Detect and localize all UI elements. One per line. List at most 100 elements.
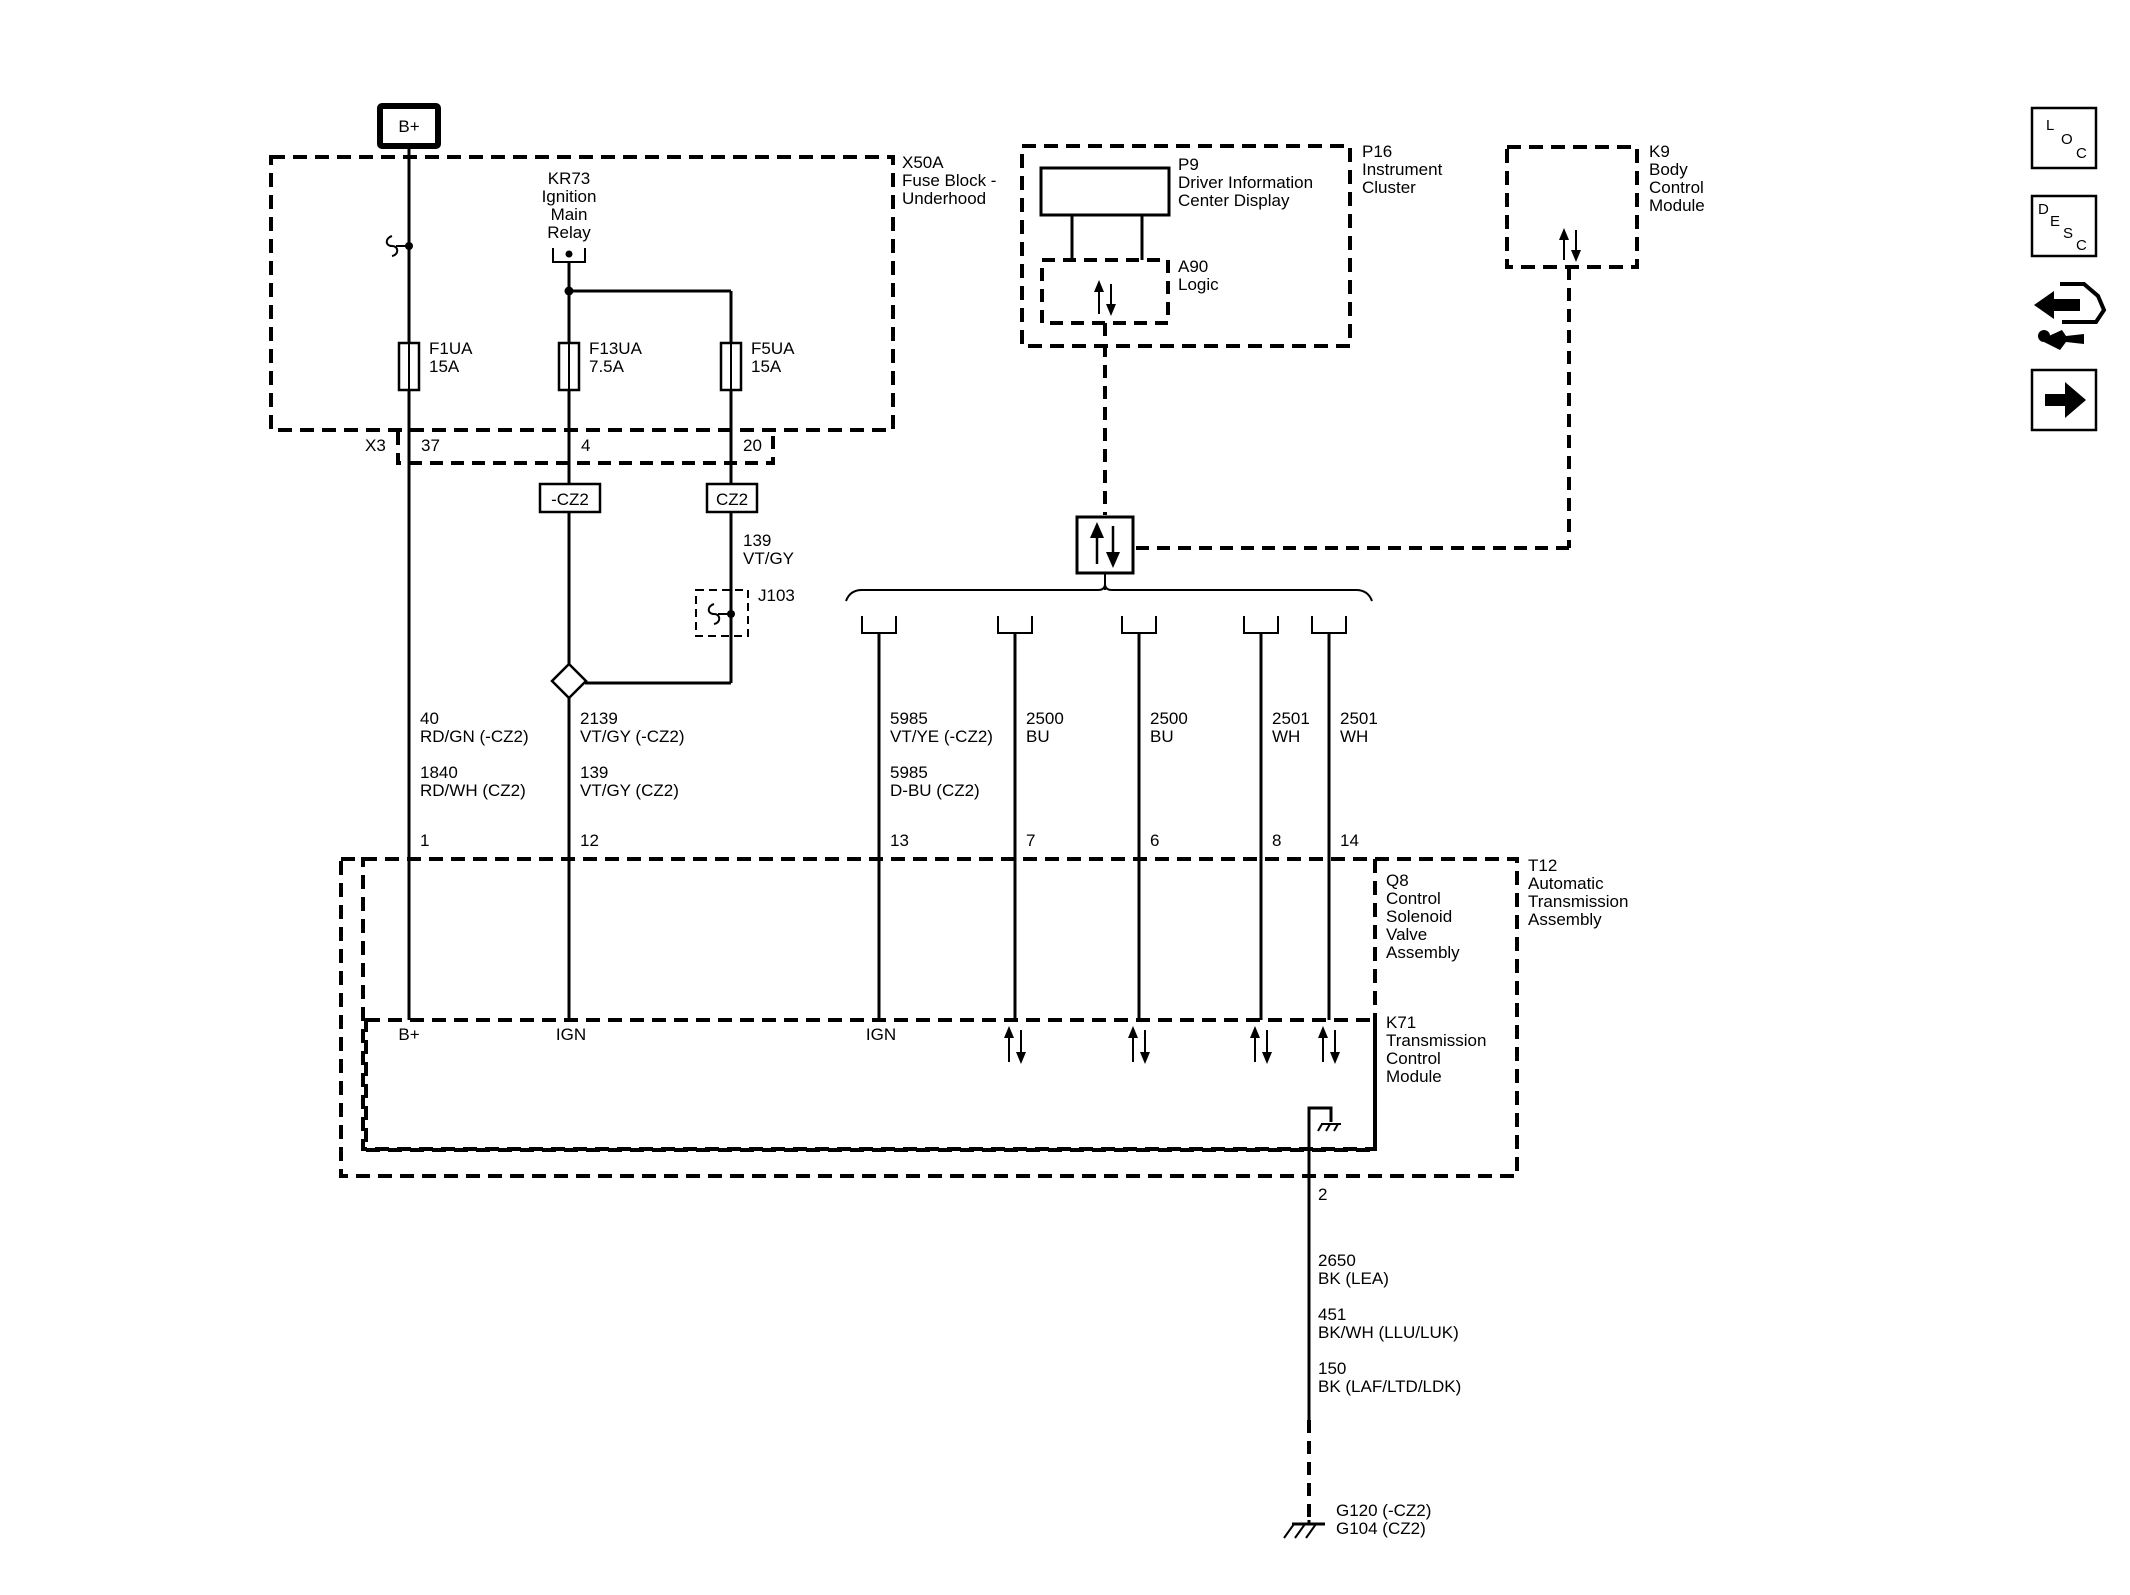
terminal-b-plus: B+ (398, 1025, 419, 1044)
svg-text:Body: Body (1649, 160, 1688, 179)
svg-text:Assembly: Assembly (1528, 910, 1602, 929)
svg-text:Control: Control (1386, 1049, 1441, 1068)
pin-20: 20 (743, 436, 762, 455)
svg-text:O: O (2061, 131, 2073, 148)
bidirectional-arrow-icon (1318, 1026, 1340, 1064)
connector-repair-button[interactable] (2034, 282, 2107, 350)
terminal-ign-2: IGN (866, 1025, 896, 1044)
svg-text:2501: 2501 (1272, 709, 1310, 728)
connector-x3-label: X3 (365, 436, 386, 455)
svg-text:Automatic: Automatic (1528, 874, 1604, 893)
svg-text:D: D (2038, 201, 2049, 218)
svg-text:7: 7 (1026, 831, 1035, 850)
svg-text:RD/GN (-CZ2): RD/GN (-CZ2) (420, 727, 529, 746)
description-button[interactable]: D E S C (2030, 194, 2098, 258)
wire-label-pin-6: 2500 BU 6 (1150, 709, 1188, 850)
svg-text:Control: Control (1386, 889, 1441, 908)
relay-kr73: KR73 Ignition Main Relay (542, 169, 596, 263)
svg-text:1840: 1840 (420, 763, 458, 782)
option-tag-cz2: CZ2 (705, 482, 759, 514)
svg-text:Instrument: Instrument (1362, 160, 1443, 179)
svg-text:139: 139 (580, 763, 608, 782)
option-tag-minus-cz2: -CZ2 (538, 482, 602, 514)
svg-text:15A: 15A (429, 357, 460, 376)
bcm-outline (1505, 145, 1639, 269)
wire-label-pin-1: 40 RD/GN (-CZ2) 1840 RD/WH (CZ2) 1 (420, 709, 529, 850)
fuse-f1ua: F1UA 15A (397, 339, 473, 392)
svg-text:Relay: Relay (547, 223, 591, 242)
svg-text:BU: BU (1026, 727, 1050, 746)
svg-text:2650: 2650 (1318, 1251, 1356, 1270)
terminal-ign-1: IGN (556, 1025, 586, 1044)
svg-text:D-BU (CZ2): D-BU (CZ2) (890, 781, 980, 800)
driver-info-display-box (1039, 166, 1171, 217)
ground-wire-labels: 2650 BK (LEA) 451 BK/WH (LLU/LUK) 150 BK… (1318, 1251, 1461, 1396)
bus-bracket (845, 583, 1373, 602)
wire-label-pin-8: 2501 WH 8 (1272, 709, 1310, 850)
svg-text:A90: A90 (1178, 257, 1208, 276)
svg-text:7.5A: 7.5A (589, 357, 625, 376)
svg-text:Assembly: Assembly (1386, 943, 1460, 962)
pin-37: 37 (421, 436, 440, 455)
svg-text:451: 451 (1318, 1305, 1346, 1324)
svg-text:P9: P9 (1178, 155, 1199, 174)
tcm-outline (364, 1018, 1377, 1152)
svg-text:VT/GY (CZ2): VT/GY (CZ2) (580, 781, 679, 800)
svg-text:C: C (2076, 237, 2087, 254)
svg-text:L: L (2046, 117, 2054, 134)
svg-text:X50A: X50A (902, 153, 944, 172)
fuse-f13ua: F13UA 7.5A (557, 339, 643, 392)
svg-text:8: 8 (1272, 831, 1281, 850)
svg-text:Fuse Block -: Fuse Block - (902, 171, 996, 190)
svg-text:WH: WH (1340, 727, 1368, 746)
next-button[interactable] (2030, 368, 2098, 432)
svg-text:6: 6 (1150, 831, 1159, 850)
svg-text:Driver Information: Driver Information (1178, 173, 1313, 192)
transmission-assembly-label: T12 Automatic Transmission Assembly (1528, 856, 1628, 929)
valve-assembly-label: Q8 Control Solenoid Valve Assembly (1386, 871, 1460, 962)
svg-text:13: 13 (890, 831, 909, 850)
wire-label-pin-14: 2501 WH 14 (1340, 709, 1378, 850)
transmission-assembly-outline (339, 857, 1519, 1178)
svg-text:40: 40 (420, 709, 439, 728)
bus-connector-stubs (861, 616, 1347, 634)
svg-text:C: C (2076, 145, 2087, 162)
svg-text:P16: P16 (1362, 142, 1392, 161)
tcm-label: K71 Transmission Control Module (1386, 1013, 1486, 1086)
svg-text:Transmission: Transmission (1386, 1031, 1486, 1050)
svg-text:BK (LEA): BK (LEA) (1318, 1269, 1389, 1288)
svg-text:14: 14 (1340, 831, 1359, 850)
svg-text:Main: Main (551, 205, 588, 224)
svg-text:CZ2: CZ2 (716, 490, 748, 509)
arrow-right-icon (2045, 382, 2086, 418)
power-source-b-plus: B+ (377, 103, 441, 149)
svg-text:Center Display: Center Display (1178, 191, 1290, 210)
circuit-139-number: 139 (743, 531, 771, 550)
svg-text:Q8: Q8 (1386, 871, 1409, 890)
wire-label-pin-7: 2500 BU 7 (1026, 709, 1064, 850)
svg-text:5985: 5985 (890, 709, 928, 728)
wire-label-pin-12: 2139 VT/GY (-CZ2) 139 VT/GY (CZ2) 12 (580, 709, 685, 850)
svg-text:Module: Module (1386, 1067, 1442, 1086)
svg-text:E: E (2050, 213, 2060, 230)
svg-text:-CZ2: -CZ2 (551, 490, 589, 509)
location-icon: L O C (2046, 117, 2087, 162)
logic-a90-label: A90 Logic (1178, 257, 1219, 294)
svg-text:Control: Control (1649, 178, 1704, 197)
svg-text:5985: 5985 (890, 763, 928, 782)
bidirectional-arrow-icon (1004, 1026, 1026, 1064)
svg-text:15A: 15A (751, 357, 782, 376)
svg-text:12: 12 (580, 831, 599, 850)
svg-text:S: S (2063, 225, 2073, 242)
bidirectional-arrow-icon (1090, 522, 1120, 568)
chassis-ground-icon (1307, 1106, 1341, 1220)
pin-2: 2 (1318, 1185, 1327, 1204)
connector-x3-outline (396, 432, 775, 465)
svg-text:Solenoid: Solenoid (1386, 907, 1452, 926)
wire-junction-diamond (550, 662, 588, 700)
serial-data-junction (1075, 515, 1135, 575)
svg-text:K71: K71 (1386, 1013, 1416, 1032)
location-button[interactable]: L O C (2030, 106, 2098, 170)
svg-text:Logic: Logic (1178, 275, 1219, 294)
